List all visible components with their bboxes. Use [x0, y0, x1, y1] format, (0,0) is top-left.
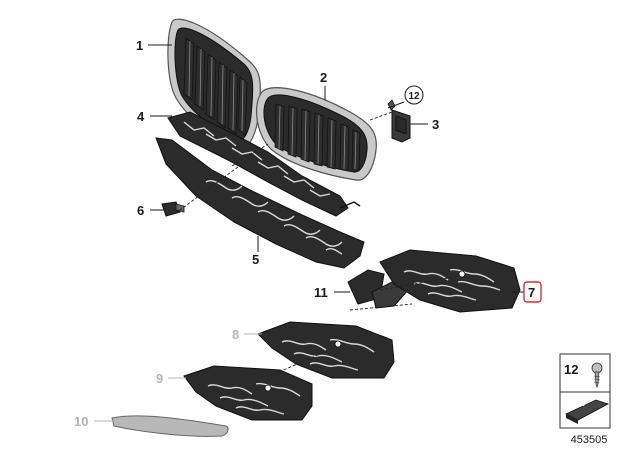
- callout-12: 12: [408, 91, 420, 102]
- screw-icon: [591, 362, 603, 389]
- part-9-trim-grille: [183, 365, 313, 421]
- callout-leaders: [94, 44, 524, 422]
- legend-item-number: 12: [564, 362, 578, 377]
- part-10-trim-strip: [111, 415, 229, 437]
- callout-11: 11: [314, 285, 328, 300]
- part-2-kidney-grille-right: [255, 87, 377, 181]
- callout-3: 3: [432, 117, 439, 132]
- callout-6: 6: [137, 203, 144, 218]
- part-7-trim-grille: [379, 249, 521, 313]
- assembly-lines: [179, 111, 461, 377]
- diagram-number: 453505: [571, 434, 608, 446]
- callout-7-highlight: 7: [523, 281, 542, 303]
- part-6-clip: [161, 201, 185, 217]
- callout-7: 7: [528, 285, 535, 300]
- callout-1: 1: [136, 38, 143, 53]
- part-3-bracket: [387, 99, 411, 143]
- part-8-trim-grille: [257, 321, 395, 379]
- callout-2: 2: [320, 70, 327, 85]
- callout-9: 9: [156, 371, 163, 386]
- screw-legend: 12: [559, 353, 611, 429]
- callout-10: 10: [74, 414, 88, 429]
- callout-8: 8: [232, 327, 239, 342]
- panel-icon: [565, 399, 610, 424]
- part-4-grille-carrier: [167, 111, 349, 217]
- callout-5: 5: [252, 252, 259, 267]
- callout-12-circle: 12: [404, 85, 424, 105]
- callout-4: 4: [137, 109, 145, 124]
- screw-12-icon: [387, 99, 396, 111]
